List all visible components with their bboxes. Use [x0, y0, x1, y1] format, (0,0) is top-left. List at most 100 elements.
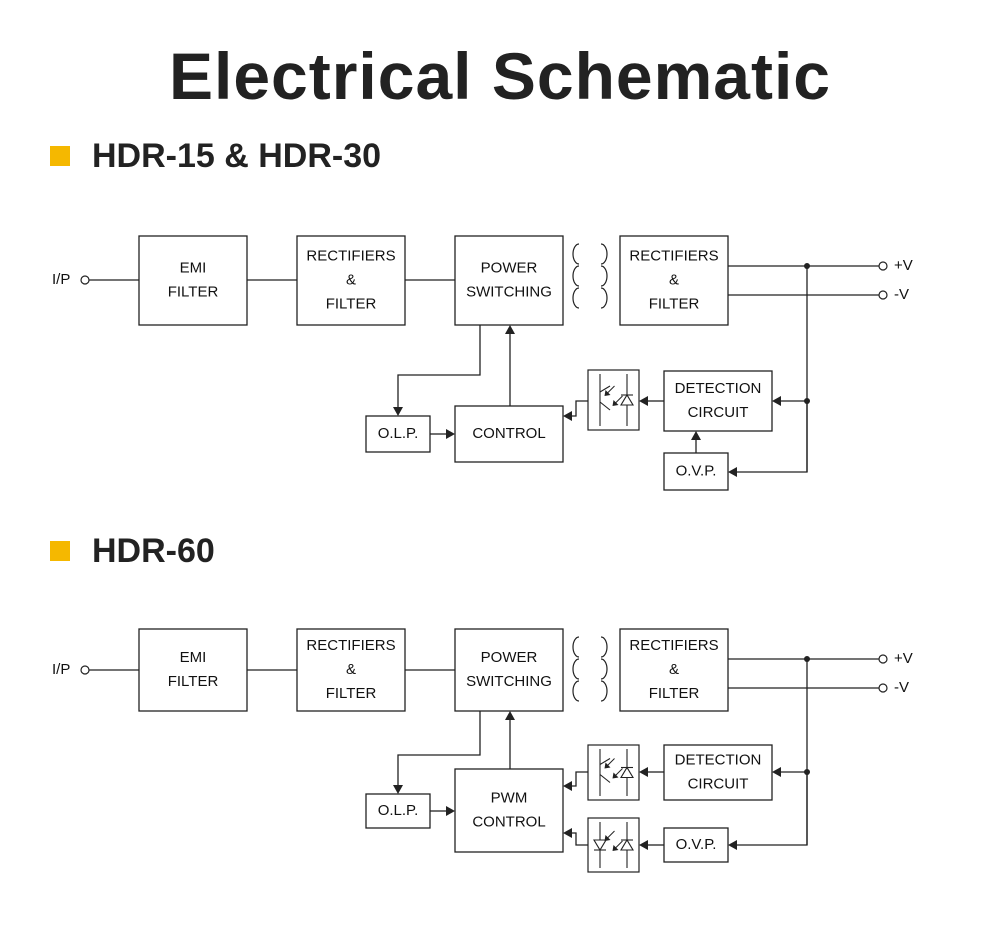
block-label: EMI: [180, 259, 207, 276]
block-label: RECTIFIERS: [306, 637, 395, 654]
block-frame: [663, 744, 773, 801]
block-label: PWM: [491, 789, 528, 806]
light-arrow-head: [604, 835, 611, 841]
terminal-icon: [878, 683, 888, 693]
block-label: FILTER: [649, 685, 700, 702]
page-title: Electrical Schematic: [168, 39, 832, 113]
block-label: O.L.P.: [378, 802, 419, 819]
light-arrow-head: [612, 772, 619, 779]
transistor-leg: [599, 385, 611, 393]
diode-icon: [620, 766, 634, 779]
winding-secondary: [600, 658, 608, 680]
block-label: RECTIFIERS: [306, 247, 395, 264]
light-arrow-head: [612, 400, 619, 406]
winding-secondary: [600, 265, 608, 287]
output-rectifier-block: RECTIFIERS&FILTER: [619, 235, 729, 326]
block-label: RECTIFIERS: [629, 247, 718, 264]
arrow-head-icon: [691, 431, 701, 440]
block-label: POWER: [481, 259, 538, 276]
block-label: &: [346, 661, 356, 678]
section-marker-icon: [50, 146, 70, 166]
optocoupler-icon: [587, 369, 640, 431]
diode-icon: [620, 393, 634, 406]
block-label: EMI: [180, 649, 207, 666]
junction-dot: [804, 656, 810, 662]
input-rectifier-block: RECTIFIERS&FILTER: [296, 235, 406, 326]
wire: [737, 772, 808, 846]
arrow-head-icon: [563, 781, 572, 791]
block-label: CONTROL: [472, 813, 545, 830]
block-label: SWITCHING: [466, 673, 552, 690]
diode-icon: [593, 839, 607, 852]
winding-primary: [572, 658, 580, 680]
block-label: CIRCUIT: [688, 404, 749, 421]
detection-circuit-block: DETECTION CIRCUIT: [663, 370, 773, 432]
block-label: POWER: [481, 649, 538, 666]
arrow-head-icon: [563, 828, 572, 838]
wire: [397, 325, 481, 407]
arrow-head-icon: [639, 840, 648, 850]
terminal-icon: [878, 654, 888, 664]
block-label: &: [669, 661, 679, 678]
optocoupler-icon: [587, 817, 640, 873]
block-label: O.L.P.: [378, 425, 419, 442]
section-marker-icon: [50, 541, 70, 561]
block-frame: [138, 235, 248, 326]
transformer-icon: [572, 243, 608, 309]
olp-block: O.L.P.: [365, 793, 431, 829]
block-label: SWITCHING: [466, 283, 552, 300]
block-frame: [454, 768, 564, 853]
arrow-head-icon: [393, 785, 403, 794]
arrow-head-icon: [639, 767, 648, 777]
block-label: DETECTION: [675, 751, 762, 768]
block-label: RECTIFIERS: [629, 637, 718, 654]
vplus-label: +V: [894, 257, 913, 274]
transistor-leg: [599, 758, 611, 765]
terminal-icon: [80, 275, 90, 285]
ovp-block: O.V.P.: [663, 452, 729, 491]
block-label: FILTER: [326, 295, 377, 312]
section-title: HDR-15 & HDR-30: [92, 137, 382, 175]
light-arrow-head: [604, 390, 611, 396]
winding-primary: [572, 243, 580, 265]
winding-secondary: [600, 243, 608, 265]
input-label: I/P: [52, 271, 70, 288]
winding-primary: [572, 636, 580, 658]
block-frame: [454, 405, 564, 463]
emi-filter-block: EMI FILTER: [138, 235, 248, 326]
block-frame: [454, 235, 564, 326]
arrow-head-icon: [728, 840, 737, 850]
input-label: I/P: [52, 661, 70, 678]
arrow-head-icon: [505, 325, 515, 334]
block-label: DETECTION: [675, 380, 762, 397]
olp-block: O.L.P.: [365, 415, 431, 453]
block-frame: [296, 628, 406, 712]
arrow-head-icon: [728, 467, 737, 477]
block-frame: [619, 628, 729, 712]
block-label: FILTER: [168, 283, 219, 300]
terminal-icon: [878, 290, 888, 300]
winding-secondary: [600, 636, 608, 658]
arrow-head-icon: [393, 407, 403, 416]
ovp-block: O.V.P.: [663, 827, 729, 863]
vminus-label: -V: [894, 286, 909, 303]
light-arrow-head: [604, 762, 611, 769]
terminal-icon: [878, 261, 888, 271]
input-rectifier-block: RECTIFIERS & FILTER: [296, 628, 406, 712]
transistor-leg: [599, 401, 611, 411]
block-label: FILTER: [326, 685, 377, 702]
schematic-hdr-15-30: I/PEMIFILTERRECTIFIERS&FILTERPOWERSWITCH…: [52, 235, 913, 491]
output-rectifier-block: RECTIFIERS & FILTER: [619, 628, 729, 712]
winding-secondary: [600, 287, 608, 309]
wire: [572, 832, 588, 846]
transformer-icon: [572, 636, 608, 702]
block-label: O.V.P.: [676, 462, 717, 479]
winding-primary: [572, 287, 580, 309]
block-frame: [365, 415, 431, 453]
arrow-head-icon: [505, 711, 515, 720]
arrow-head-icon: [446, 806, 455, 816]
block-frame: [619, 235, 729, 326]
block-frame: [138, 628, 248, 712]
wire: [572, 771, 588, 787]
